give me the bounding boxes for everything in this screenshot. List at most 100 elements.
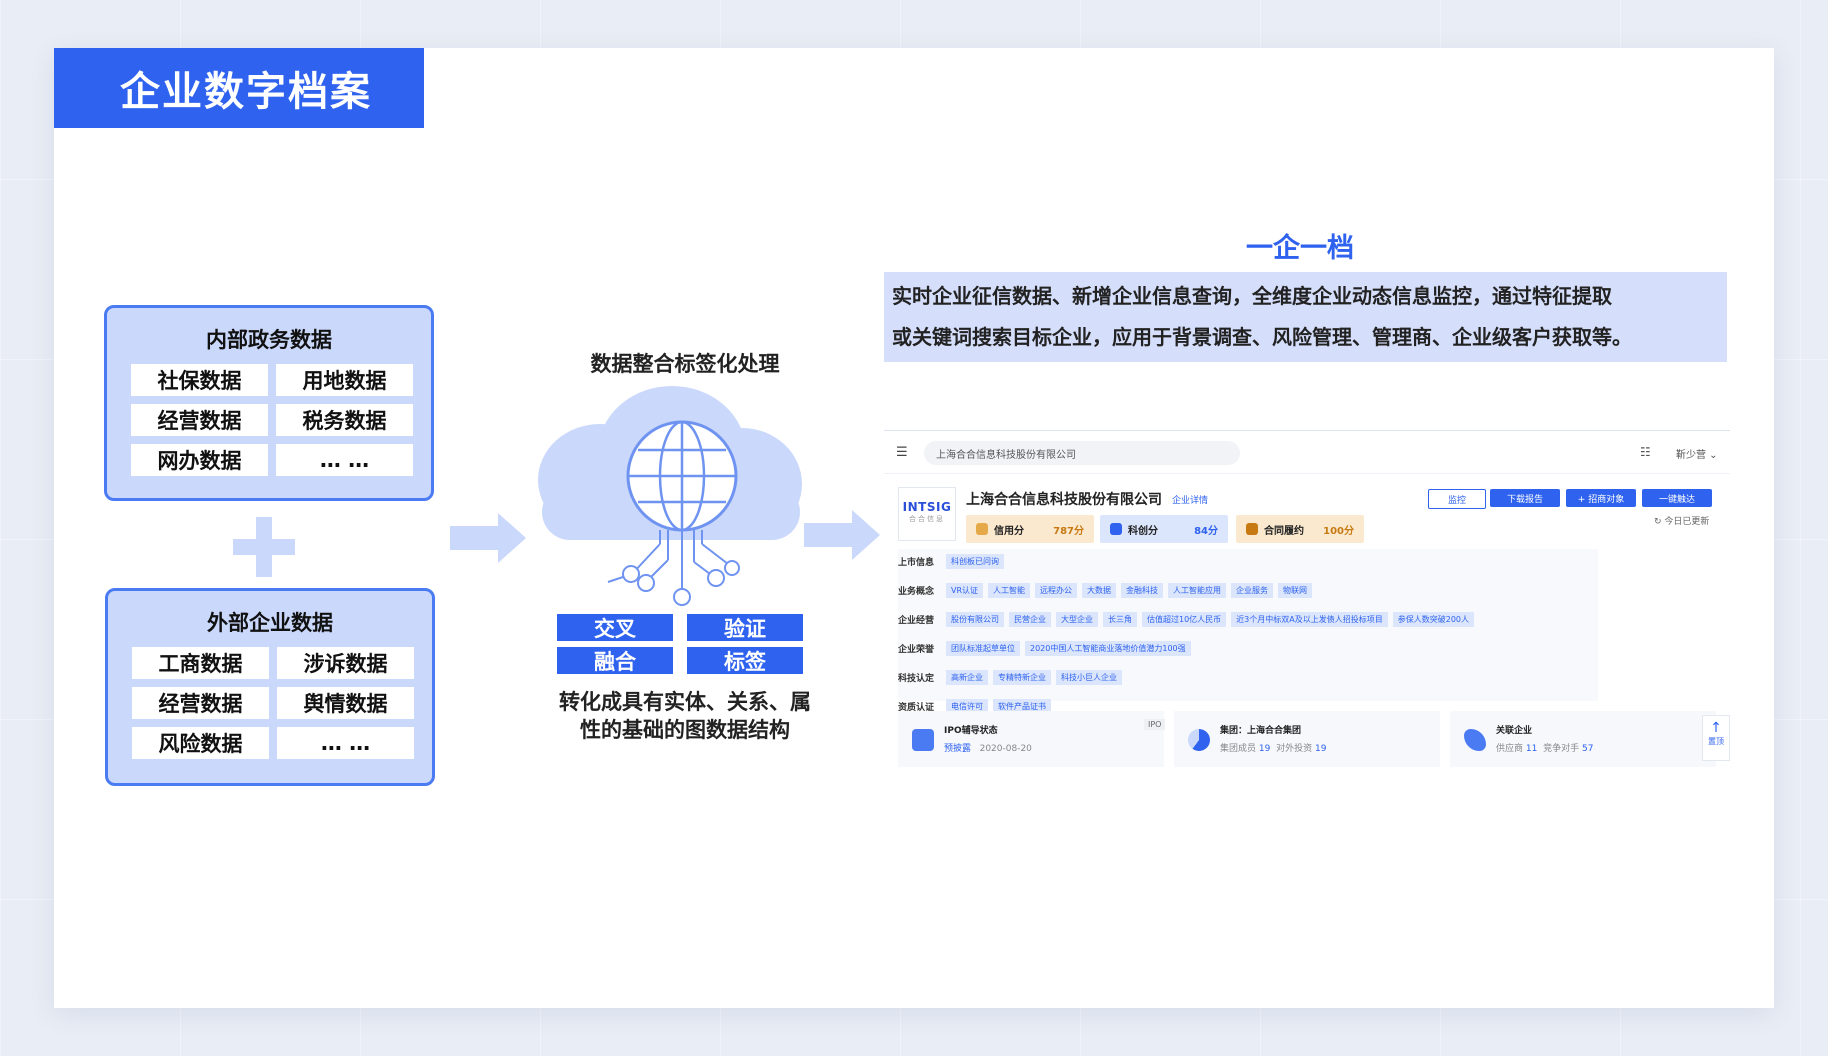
- score-value: 84分: [1194, 525, 1218, 537]
- tag-row: 企业经营 股份有限公司 民营企业 大型企业 长三角 估值超过10亿人民币 近3个…: [898, 609, 1479, 629]
- process-caption: 转化成具有实体、关系、属 性的基础的图数据结构: [540, 688, 830, 744]
- card-title: 关联企业: [1496, 726, 1533, 736]
- tag-row: 业务概念 VR认证 人工智能 远程办公 大数据 金融科技 人工智能应用 企业服务…: [898, 580, 1317, 600]
- tag-chip[interactable]: 2020中国人工智能商业落地价值潜力100强: [1025, 640, 1191, 656]
- related-company-card[interactable]: 关联企业 供应商 11 竞争对手 57: [1450, 711, 1716, 767]
- tag-chip[interactable]: 电信许可: [946, 698, 988, 714]
- user-name: 靳少营: [1676, 450, 1706, 461]
- process-caption-line2: 性的基础的图数据结构: [580, 718, 790, 742]
- row-label: 业务概念: [898, 586, 935, 597]
- arrow-right-icon: [450, 513, 526, 563]
- internal-heading: 内部政务数据: [206, 328, 332, 352]
- score-name: 信用分: [994, 525, 1024, 537]
- tag-chip[interactable]: 科技小巨人企业: [1056, 669, 1122, 685]
- contract-icon: [1246, 523, 1258, 535]
- group-card[interactable]: 集团：上海合合集团 集团成员 19 对外投资 19: [1174, 711, 1440, 767]
- tag-chip[interactable]: VR认证: [946, 582, 984, 598]
- tag-fuse: 融合: [557, 647, 673, 674]
- tag-chip[interactable]: 近3个月中标双A及以上发债人招投标项目: [1231, 611, 1388, 627]
- row-label: 科技认定: [898, 673, 935, 684]
- search-input[interactable]: 上海合合信息科技股份有限公司: [924, 441, 1240, 465]
- tag-cross: 交叉: [557, 614, 673, 641]
- sub-num: 57: [1581, 744, 1594, 754]
- monitor-button[interactable]: 监控: [1428, 489, 1486, 509]
- tag-chip[interactable]: 大数据: [1082, 582, 1117, 598]
- tag-chip[interactable]: 物联网: [1278, 582, 1313, 598]
- internal-data-box: 内部政务数据 社保数据 用地数据 经营数据 税务数据 网办数据 … …: [104, 305, 434, 501]
- company-logo: INTSIG 合合信息: [898, 487, 956, 541]
- tag-chip[interactable]: 金融科技: [1121, 582, 1164, 598]
- investment-target-button[interactable]: + 招商对象: [1566, 489, 1636, 507]
- score-name: 科创分: [1128, 525, 1158, 537]
- external-data-box: 外部企业数据 工商数据 涉诉数据 经营数据 舆情数据 风险数据 … …: [105, 588, 435, 786]
- internal-cell: 经营数据: [131, 404, 268, 436]
- plus-icon-bar: [233, 539, 295, 555]
- tag-chip[interactable]: 团队标准起草单位: [946, 640, 1020, 656]
- description-box: 实时企业征信数据、新增企业信息查询，全维度企业动态信息监控，通过特征提取 或关键…: [884, 272, 1727, 362]
- tag-chip[interactable]: 科创板已问询: [946, 553, 1004, 569]
- arrow-up-icon: ↑: [1710, 720, 1722, 736]
- cloud-globe-icon: [538, 386, 802, 606]
- card-sub: 集团成员 19 对外投资 19: [1220, 741, 1326, 754]
- page-title: 企业数字档案: [54, 48, 424, 128]
- sub-label: 对外投资: [1276, 744, 1313, 754]
- tag-verify: 验证: [687, 614, 803, 641]
- tag-chip[interactable]: 人工智能: [988, 582, 1031, 598]
- process-caption-line1: 转化成具有实体、关系、属: [559, 690, 811, 714]
- card-sub: 预披露 2020-08-20: [944, 741, 1032, 754]
- score-name: 合同履约: [1264, 525, 1304, 537]
- download-report-button[interactable]: 下载报告: [1490, 489, 1560, 507]
- tag-chip[interactable]: 高新企业: [946, 669, 988, 685]
- internal-cell: 社保数据: [131, 364, 268, 396]
- tag-chip[interactable]: 大型企业: [1056, 611, 1098, 627]
- tag-chip[interactable]: 人工智能应用: [1168, 582, 1227, 598]
- description-line1: 实时企业征信数据、新增企业信息查询，全维度企业动态信息监控，通过特征提取: [892, 284, 1612, 308]
- tag-chip[interactable]: 长三角: [1103, 611, 1137, 627]
- ipo-date: 2020-08-20: [979, 744, 1032, 754]
- internal-cell: 用地数据: [276, 364, 413, 396]
- credit-score[interactable]: 信用分 787分: [966, 515, 1094, 543]
- network-icon: [1464, 729, 1486, 751]
- updated-status: ↻ 今日已更新: [1654, 517, 1710, 527]
- panel-topbar: [884, 431, 1730, 474]
- ipo-stage: 预披露: [944, 744, 972, 754]
- tech-score[interactable]: 科创分 84分: [1100, 515, 1228, 543]
- tag-chip[interactable]: 企业服务: [1231, 582, 1274, 598]
- sub-num: 11: [1525, 744, 1538, 754]
- sub-num: 19: [1258, 744, 1271, 754]
- external-cell: … …: [277, 727, 414, 759]
- sub-label: 供应商: [1496, 744, 1524, 754]
- tag-chip[interactable]: 参保人数突破200人: [1392, 611, 1475, 627]
- tag-chip[interactable]: 专精特新企业: [993, 669, 1051, 685]
- external-heading: 外部企业数据: [207, 611, 333, 635]
- tag-row: 企业荣誉 团队标准起草单位 2020中国人工智能商业落地价值潜力100强: [898, 638, 1196, 658]
- contract-score[interactable]: 合同履约 100分: [1236, 515, 1364, 543]
- menu-icon[interactable]: ☰: [896, 445, 908, 460]
- user-menu[interactable]: 靳少营 ⌄: [1676, 450, 1718, 461]
- tag-chip[interactable]: 民营企业: [1009, 611, 1051, 627]
- one-click-reach-button[interactable]: 一键触达: [1642, 489, 1712, 507]
- tag-chip[interactable]: 估值超过10亿人民币: [1142, 611, 1227, 627]
- tag-row: 科技认定 高新企业 专精特新企业 科技小巨人企业: [898, 667, 1127, 687]
- tag-row: 上市信息 科创板已问询: [898, 551, 1009, 571]
- external-cell: 经营数据: [132, 687, 269, 719]
- one-company-one-file-title: 一企一档: [1246, 233, 1354, 264]
- tag-chip[interactable]: 股份有限公司: [946, 611, 1004, 627]
- tag-chip[interactable]: 软件产品证书: [993, 698, 1051, 714]
- list-icon[interactable]: ☷: [1640, 445, 1651, 459]
- tech-icon: [1110, 523, 1122, 535]
- tag-chip[interactable]: 远程办公: [1035, 582, 1078, 598]
- company-profile-screenshot: ☰ 上海合合信息科技股份有限公司 ☷ 靳少营 ⌄ INTSIG 合合信息 上海合…: [884, 430, 1730, 807]
- external-cell: 涉诉数据: [277, 647, 414, 679]
- external-cell: 舆情数据: [277, 687, 414, 719]
- ipo-status-card[interactable]: IPO辅导状态 预披露 2020-08-20 IPO: [898, 711, 1166, 767]
- row-label: 上市信息: [898, 557, 935, 568]
- card-title: IPO辅导状态: [944, 726, 998, 736]
- back-to-top-button[interactable]: ↑ 置顶: [1702, 715, 1730, 761]
- back-to-top-label: 置顶: [1708, 737, 1724, 746]
- company-detail-link[interactable]: 企业详情: [1172, 496, 1209, 506]
- arrow-right-icon: [804, 510, 880, 560]
- internal-cell: 网办数据: [131, 444, 268, 476]
- row-label: 资质认证: [898, 702, 935, 713]
- internal-cell: … …: [276, 444, 413, 476]
